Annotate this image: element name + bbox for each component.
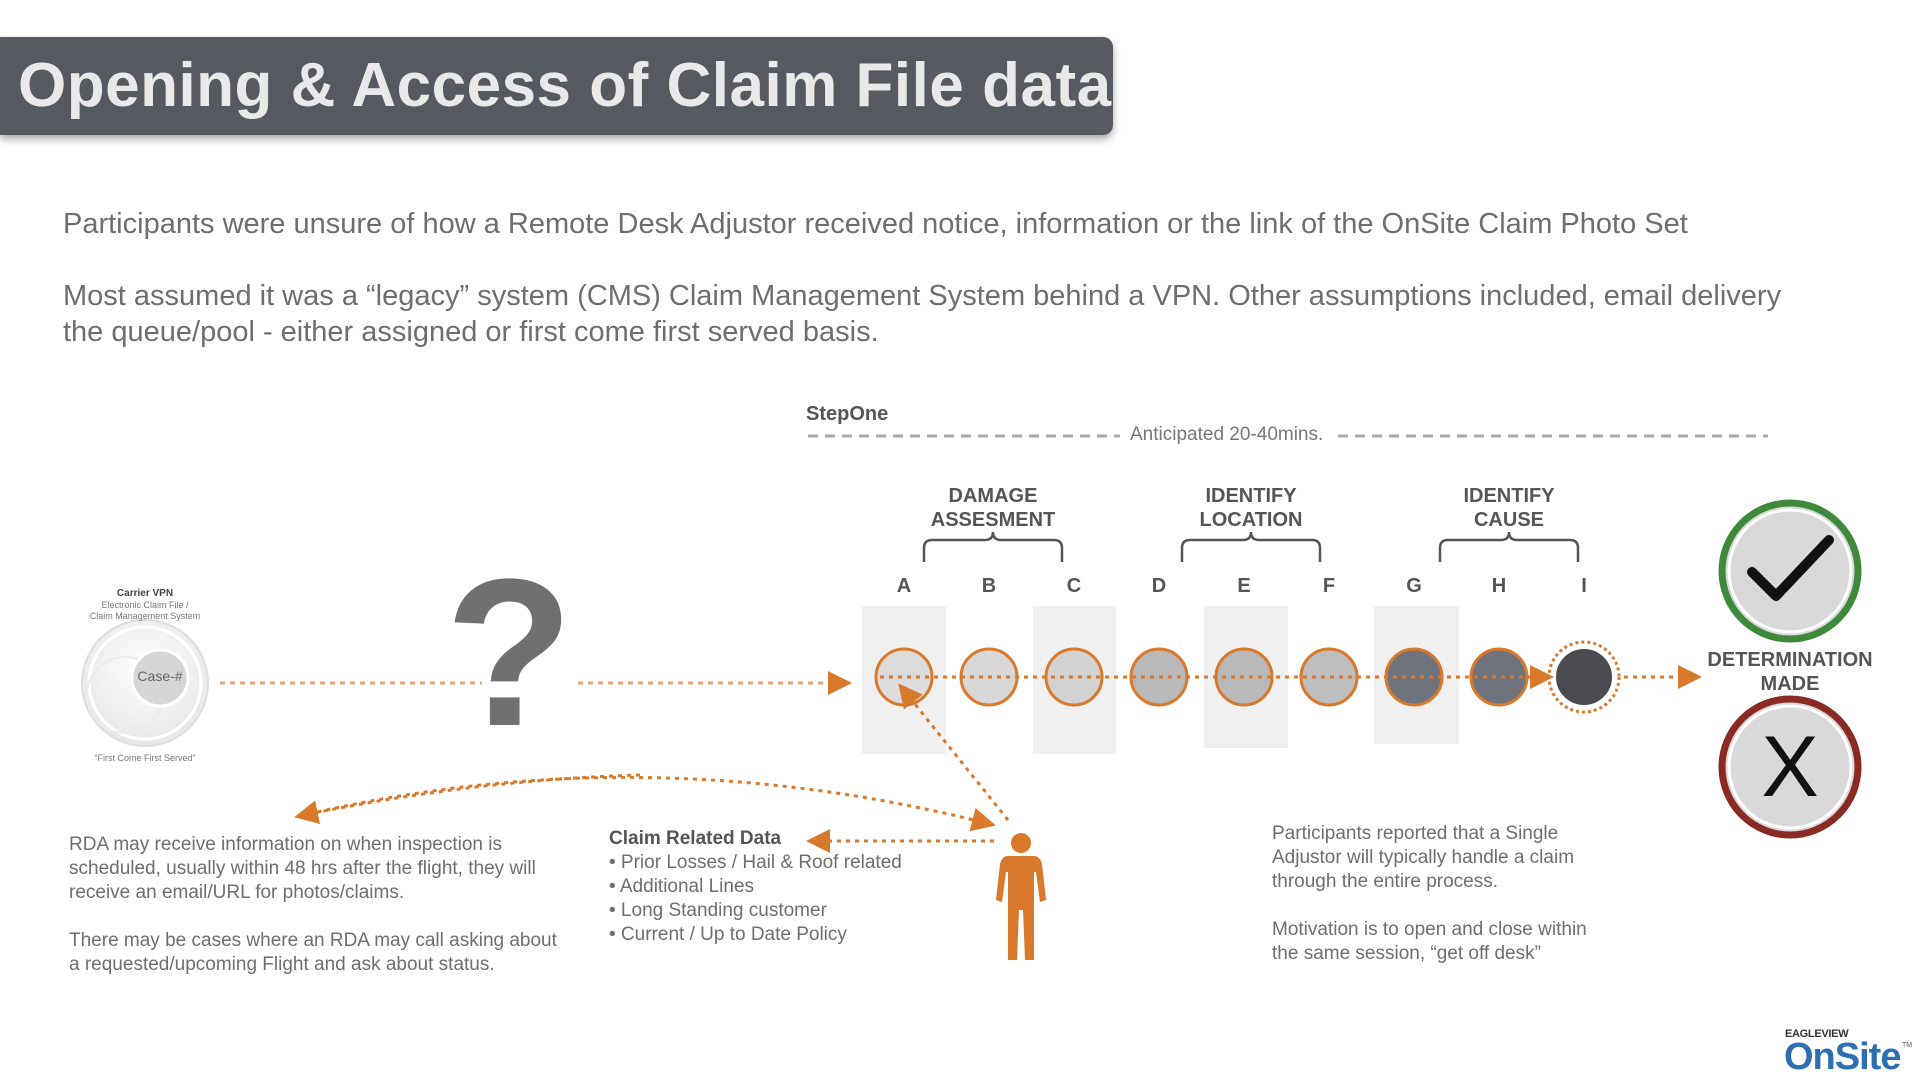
intro-line-1: Participants were unsure of how a Remote…: [63, 208, 1688, 240]
group-location-line2: LOCATION: [1199, 509, 1303, 531]
claim-data-block: Claim Related Data • Prior Losses / Hail…: [609, 827, 929, 947]
step-circle-i: [1552, 645, 1616, 709]
step-letter-h: H: [1491, 575, 1507, 597]
determination-line1: DETERMINATION: [1707, 649, 1873, 671]
participants-note-p2-l2: the same session, “get off desk”: [1272, 943, 1541, 964]
determination-label: DETERMINATION MADE: [1690, 648, 1890, 696]
claim-data-item: • Current / Up to Date Policy: [609, 924, 847, 945]
rda-note-p1-l2: scheduled, usually within 48 hrs after t…: [69, 858, 536, 879]
step-label: StepOne: [806, 403, 889, 425]
claim-data-item: • Additional Lines: [609, 876, 755, 897]
step-letter-i: I: [1581, 575, 1587, 597]
flow-arrow-rda-curve-back: [294, 773, 641, 825]
case-circle: [130, 648, 190, 708]
question-mark-icon: ?: [445, 535, 574, 770]
logo-brand: EAGLEVIEW: [1785, 1028, 1849, 1040]
step-letter-e: E: [1237, 575, 1251, 597]
step-letter-d: D: [1151, 575, 1167, 597]
rda-note-p1-l3: receive an email/URL for photos/claims.: [69, 882, 405, 903]
intro-line-2a: Most assumed it was a “legacy” system (C…: [63, 280, 1782, 312]
participants-note-p1-l1: Participants reported that a Single: [1272, 823, 1559, 844]
claim-data-item: • Prior Losses / Hail & Roof related: [609, 852, 902, 873]
step-duration: Anticipated 20-40mins.: [1126, 424, 1328, 446]
brace-cause: [1438, 531, 1580, 562]
claim-data-title: Claim Related Data: [609, 828, 782, 849]
vpn-sub-2: Claim Management System: [89, 611, 201, 621]
check-icon: [1747, 535, 1834, 601]
brace-damage: [922, 531, 1064, 562]
rda-note-p2-l1: There may be cases where an RDA may call…: [69, 930, 557, 951]
title-bar: [0, 37, 1113, 135]
group-location-header: IDENTIFY LOCATION: [1151, 484, 1351, 532]
participants-note-p1-l2: Adjustor will typically handle a claim: [1272, 847, 1575, 868]
flow-arrow-rda-curve: [299, 775, 996, 832]
group-damage-line1: DAMAGE: [948, 485, 1038, 507]
brace-location: [1180, 531, 1322, 562]
step-letter-f: F: [1322, 575, 1336, 597]
claim-data-item: • Long Standing customer: [609, 900, 827, 921]
participants-note: Participants reported that a Single Adju…: [1272, 822, 1672, 966]
participants-note-p2-l1: Motivation is to open and close within: [1272, 919, 1587, 940]
step-letter-a: A: [896, 575, 912, 597]
rda-note-p2-l2: a requested/upcoming Flight and ask abou…: [69, 954, 495, 975]
step-letter-b: B: [981, 575, 997, 597]
step-letter-g: G: [1406, 575, 1422, 597]
vpn-title: Carrier VPN: [116, 588, 174, 599]
vpn-footer: “First Come First Served”: [94, 753, 196, 763]
step-circle-a: [874, 647, 934, 707]
x-icon: X: [1761, 719, 1819, 815]
step-letter-c: C: [1066, 575, 1082, 597]
page-title: Opening & Access of Claim File data: [18, 51, 1112, 120]
approve-circle: [1718, 499, 1862, 643]
group-damage-header: DAMAGE ASSESMENT: [893, 484, 1093, 532]
onsite-logo: OnSite: [1784, 1036, 1901, 1078]
reject-circle: [1718, 695, 1862, 839]
group-cause-line2: CAUSE: [1473, 509, 1544, 531]
participants-note-p1-l3: through the entire process.: [1272, 871, 1499, 892]
group-location-line1: IDENTIFY: [1205, 485, 1297, 507]
rda-note: RDA may receive information on when insp…: [69, 833, 589, 977]
step-circle-h: [1469, 647, 1529, 707]
group-cause-line1: IDENTIFY: [1463, 485, 1555, 507]
vpn-sub-1: Electronic Claim File /: [101, 600, 189, 610]
adjustor-person-icon: [996, 833, 1046, 960]
rda-note-p1-l1: RDA may receive information on when insp…: [69, 834, 502, 855]
group-damage-line2: ASSESMENT: [930, 509, 1056, 531]
determination-line2: MADE: [1760, 673, 1820, 695]
eagleview-logo: EAGLEVIEW: [1785, 1028, 1849, 1040]
logo-tm: TM: [1902, 1042, 1913, 1049]
flow-arrow-person-to-a: [898, 683, 1010, 821]
intro-line-2b: the queue/pool - either assigned or firs…: [63, 316, 879, 348]
group-cause-header: IDENTIFY CAUSE: [1409, 484, 1609, 532]
case-label: Case-#: [137, 668, 183, 684]
